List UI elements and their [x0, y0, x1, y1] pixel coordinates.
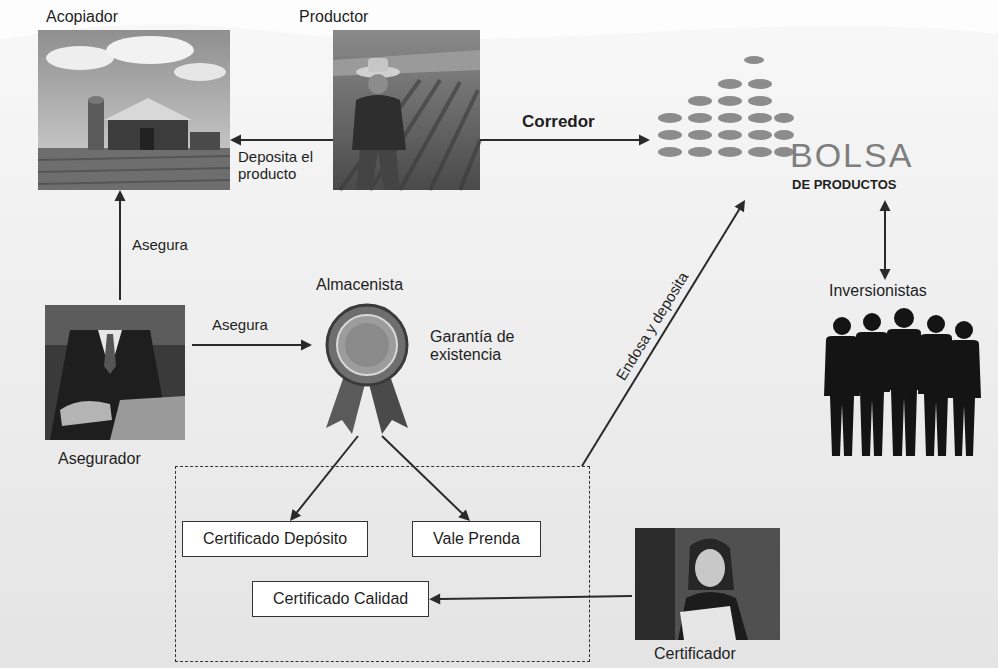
arrow-head — [115, 190, 126, 201]
edge-label: Deposita el producto — [238, 148, 326, 183]
node-label: Almacenista — [316, 276, 403, 294]
connector — [115, 190, 126, 300]
connector — [582, 200, 745, 466]
seal-node: AlmacenistaGarantía de existencia — [312, 276, 517, 436]
edge-label: Asegura — [132, 236, 188, 253]
bolsa-logo-dots — [658, 56, 794, 157]
arrow-head — [290, 509, 301, 521]
arrow-head — [880, 269, 891, 280]
document-box: Certificado Calidad — [252, 581, 429, 617]
connector-line — [480, 139, 640, 141]
photo-node: Certificador — [632, 526, 782, 666]
investor-silhouettes — [824, 308, 981, 456]
arrow-head — [735, 200, 745, 212]
connector — [230, 135, 333, 146]
connector — [880, 200, 891, 280]
photo-node: Productor — [333, 6, 480, 190]
photo-node: Acopiador — [38, 6, 230, 190]
logo-node: BOLSA DE PRODUCTOS — [650, 50, 950, 200]
node-label: Acopiador — [46, 8, 118, 26]
arrow-head — [230, 135, 241, 146]
arrow-head — [458, 509, 470, 521]
box-label: Certificado Depósito — [203, 530, 347, 548]
connector-line — [119, 200, 121, 300]
connector — [192, 340, 312, 351]
connector-line — [439, 596, 632, 599]
document-box: Vale Prenda — [412, 521, 541, 557]
farm-photo — [38, 30, 230, 190]
node-label: Garantía de existencia — [430, 328, 522, 365]
arrow-head — [301, 340, 312, 351]
connector-line — [582, 209, 740, 466]
connector-line — [192, 344, 302, 346]
document-box: Certificado Depósito — [182, 521, 368, 557]
connector — [480, 135, 650, 146]
arrow-head — [429, 594, 440, 605]
edge-label: Endosa y deposita — [612, 269, 691, 383]
edge-label: Corredor — [522, 112, 595, 132]
edge-label: Asegura — [212, 316, 268, 333]
connector-line — [884, 210, 886, 270]
certifier-photo — [635, 528, 780, 640]
node-label: BOLSA — [790, 136, 913, 175]
arrow-head — [639, 135, 650, 146]
connector-line — [240, 139, 333, 141]
photo-node: Asegurador — [42, 300, 192, 472]
connector — [382, 436, 470, 521]
node-label: DE PRODUCTOS — [792, 178, 897, 193]
connector — [290, 436, 358, 521]
connector — [429, 594, 632, 605]
arrow-head — [880, 200, 891, 211]
node-label: Productor — [299, 8, 368, 26]
connector-line — [382, 436, 463, 514]
node-label: Inversionistas — [829, 282, 927, 300]
farmer-photo — [333, 30, 480, 190]
connector-line — [296, 436, 358, 513]
rosette-seal — [326, 305, 408, 434]
node-label: Asegurador — [58, 450, 141, 468]
photo-node: Inversionistas — [815, 280, 985, 465]
node-label: Certificador — [654, 645, 736, 663]
box-label: Vale Prenda — [433, 530, 520, 548]
insurer-photo — [45, 305, 185, 440]
box-label: Certificado Calidad — [273, 590, 408, 608]
dashed-group: Certificado Depósito Vale PrendaCertifica… — [175, 466, 590, 662]
